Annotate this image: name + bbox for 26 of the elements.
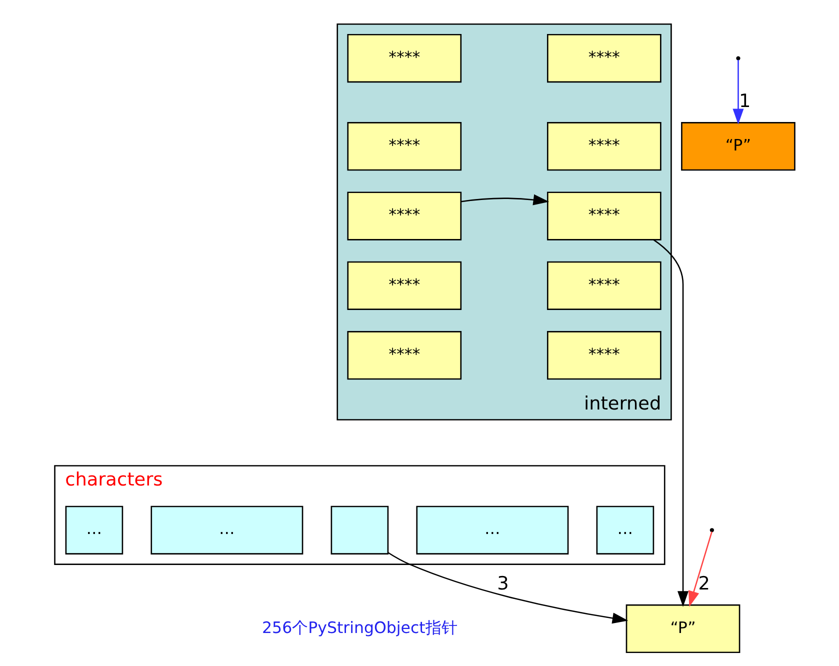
node-box: … (416, 506, 569, 554)
arrow (688, 532, 712, 607)
node-box: “P” (626, 604, 740, 654)
node-box: “P” (681, 122, 796, 171)
arrow (653, 239, 689, 607)
node-box: **** (347, 192, 462, 240)
node-box: **** (347, 331, 462, 380)
arrow (388, 552, 628, 624)
node-box: **** (347, 34, 462, 83)
node-box: **** (547, 192, 662, 240)
node-box: … (150, 506, 304, 554)
node-box: **** (347, 261, 462, 310)
edge-label: 3 (497, 574, 509, 595)
node-label: 256个PyStringObject指针 (262, 618, 458, 637)
arrow (460, 194, 550, 206)
node-box: … (65, 506, 124, 554)
edge-label: 2 (698, 574, 710, 595)
node-box (330, 506, 389, 554)
edge-label: 1 (738, 91, 751, 112)
arrow (732, 60, 744, 124)
node-box: **** (547, 34, 662, 83)
node-box: **** (547, 331, 662, 380)
node-box: … (596, 506, 654, 554)
node-box: **** (547, 261, 662, 310)
node-box: **** (547, 122, 662, 171)
node-box: **** (347, 122, 462, 171)
